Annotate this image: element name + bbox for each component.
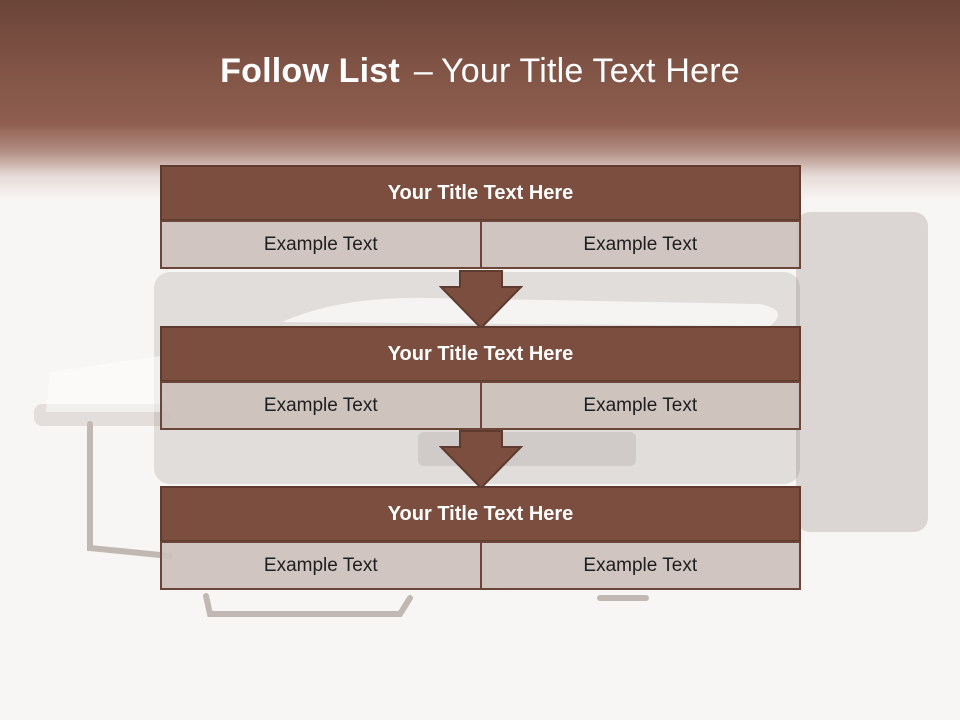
step-cell-right: Example Text [479,220,801,269]
step-title: Your Title Text Here [160,326,801,382]
slide-title-dash: – [413,52,434,90]
step-cell-right: Example Text [479,381,801,430]
slide-title-bold: Follow List [220,52,400,90]
step-block-2: Your Title Text Here Example Text Exampl… [160,326,801,430]
step-block-1: Your Title Text Here Example Text Exampl… [160,165,801,269]
step-cell-left: Example Text [160,381,482,430]
step-cell-right: Example Text [479,541,801,590]
step-block-3: Your Title Text Here Example Text Exampl… [160,486,801,590]
slide-title-rest: Your Title Text Here [441,52,740,90]
step-row: Example Text Example Text [160,381,801,430]
step-cell-left: Example Text [160,220,482,269]
step-title: Your Title Text Here [160,165,801,221]
down-arrow-icon [439,270,523,330]
slide-title: Follow List–Your Title Text Here [0,52,960,91]
step-row: Example Text Example Text [160,541,801,590]
step-cell-left: Example Text [160,541,482,590]
step-row: Example Text Example Text [160,220,801,269]
step-title: Your Title Text Here [160,486,801,542]
down-arrow-icon [439,430,523,490]
